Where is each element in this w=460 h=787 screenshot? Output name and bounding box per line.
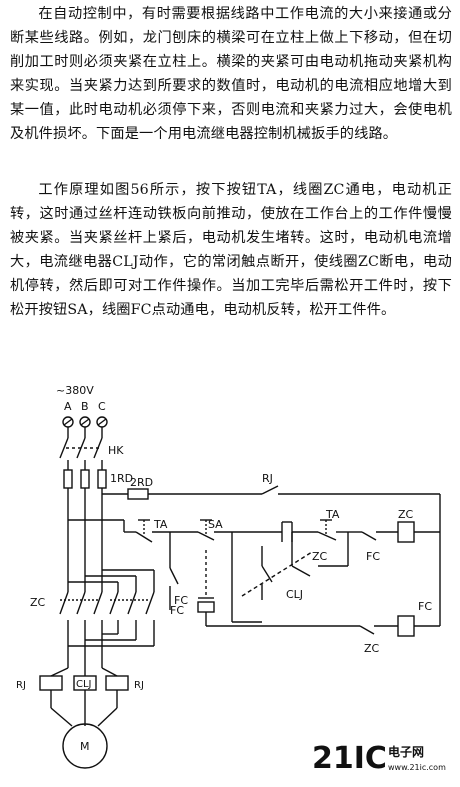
circuit-diagram: ~380V A B C HK 1RD 2RD RJ TA SA TA ZC ZC… bbox=[16, 384, 446, 776]
fc-coil-label: FC bbox=[418, 600, 432, 613]
motor-label: M bbox=[80, 740, 90, 753]
zc-hold-label: ZC bbox=[312, 550, 328, 563]
clj-coil-label: CLJ bbox=[76, 679, 92, 690]
zc-coil bbox=[397, 521, 415, 543]
rd2-label: 2RD bbox=[130, 476, 153, 489]
ta-right-contact bbox=[317, 531, 337, 541]
rj-contact bbox=[261, 485, 279, 495]
hk-blade-a bbox=[59, 437, 69, 459]
ta-left-label: TA bbox=[153, 518, 168, 531]
fuse-1rd-b bbox=[80, 469, 90, 489]
watermark-logo: 21IC 电子网 www.21ic.com bbox=[312, 741, 446, 776]
svg-text:电子网: 电子网 bbox=[388, 744, 424, 759]
rj-right-heater bbox=[105, 675, 129, 691]
svg-text:www.21ic.com: www.21ic.com bbox=[388, 763, 446, 772]
fuse-2rd bbox=[127, 488, 149, 500]
zc-main-label: ZC bbox=[30, 596, 46, 609]
clj-contact bbox=[261, 565, 273, 583]
rj-right-label: RJ bbox=[134, 680, 144, 691]
ta-right-label: TA bbox=[325, 508, 340, 521]
rj-left-heater bbox=[39, 675, 63, 691]
clj-contact-label: CLJ bbox=[286, 588, 303, 601]
paragraph-principle: 工作原理如图56所示，按下按钮TA，线圈ZC通电，电动机正转，这时通过丝杆连动铁… bbox=[10, 182, 452, 318]
phase-b-label: B bbox=[81, 400, 89, 413]
sa-label: SA bbox=[208, 518, 223, 531]
motor bbox=[62, 723, 108, 769]
fc-nc-contact bbox=[361, 531, 377, 541]
fc-main-label: FC bbox=[170, 604, 184, 617]
supply-label: ~380V bbox=[56, 384, 94, 397]
zc-hold-contact bbox=[291, 565, 311, 577]
rj-left-label: RJ bbox=[16, 680, 26, 691]
fc-left-contact bbox=[169, 567, 179, 585]
fc-left-label: FC bbox=[174, 594, 188, 607]
ta-left-contact bbox=[135, 531, 153, 543]
sa-contact bbox=[197, 531, 215, 541]
paragraph-intro: 在自动控制中，有时需要根据线路中工作电流的大小来接通或分断某些线路。例如，龙门刨… bbox=[10, 6, 452, 142]
zc-bottom-label: ZC bbox=[364, 642, 380, 655]
phase-c-label: C bbox=[98, 400, 106, 413]
rd1-label: 1RD bbox=[110, 472, 133, 485]
fuse-1rd-a bbox=[63, 469, 73, 489]
phase-a-label: A bbox=[64, 400, 72, 413]
hk-label: HK bbox=[108, 444, 124, 457]
fuse-1rd-c bbox=[97, 469, 107, 489]
zc-nc-contact bbox=[359, 625, 375, 635]
rj-top-label: RJ bbox=[262, 472, 273, 485]
fc-contact-label: FC bbox=[366, 550, 380, 563]
fc-coil bbox=[397, 615, 415, 637]
zc-coil-label: ZC bbox=[398, 508, 414, 521]
svg-text:21IC: 21IC bbox=[312, 741, 387, 776]
